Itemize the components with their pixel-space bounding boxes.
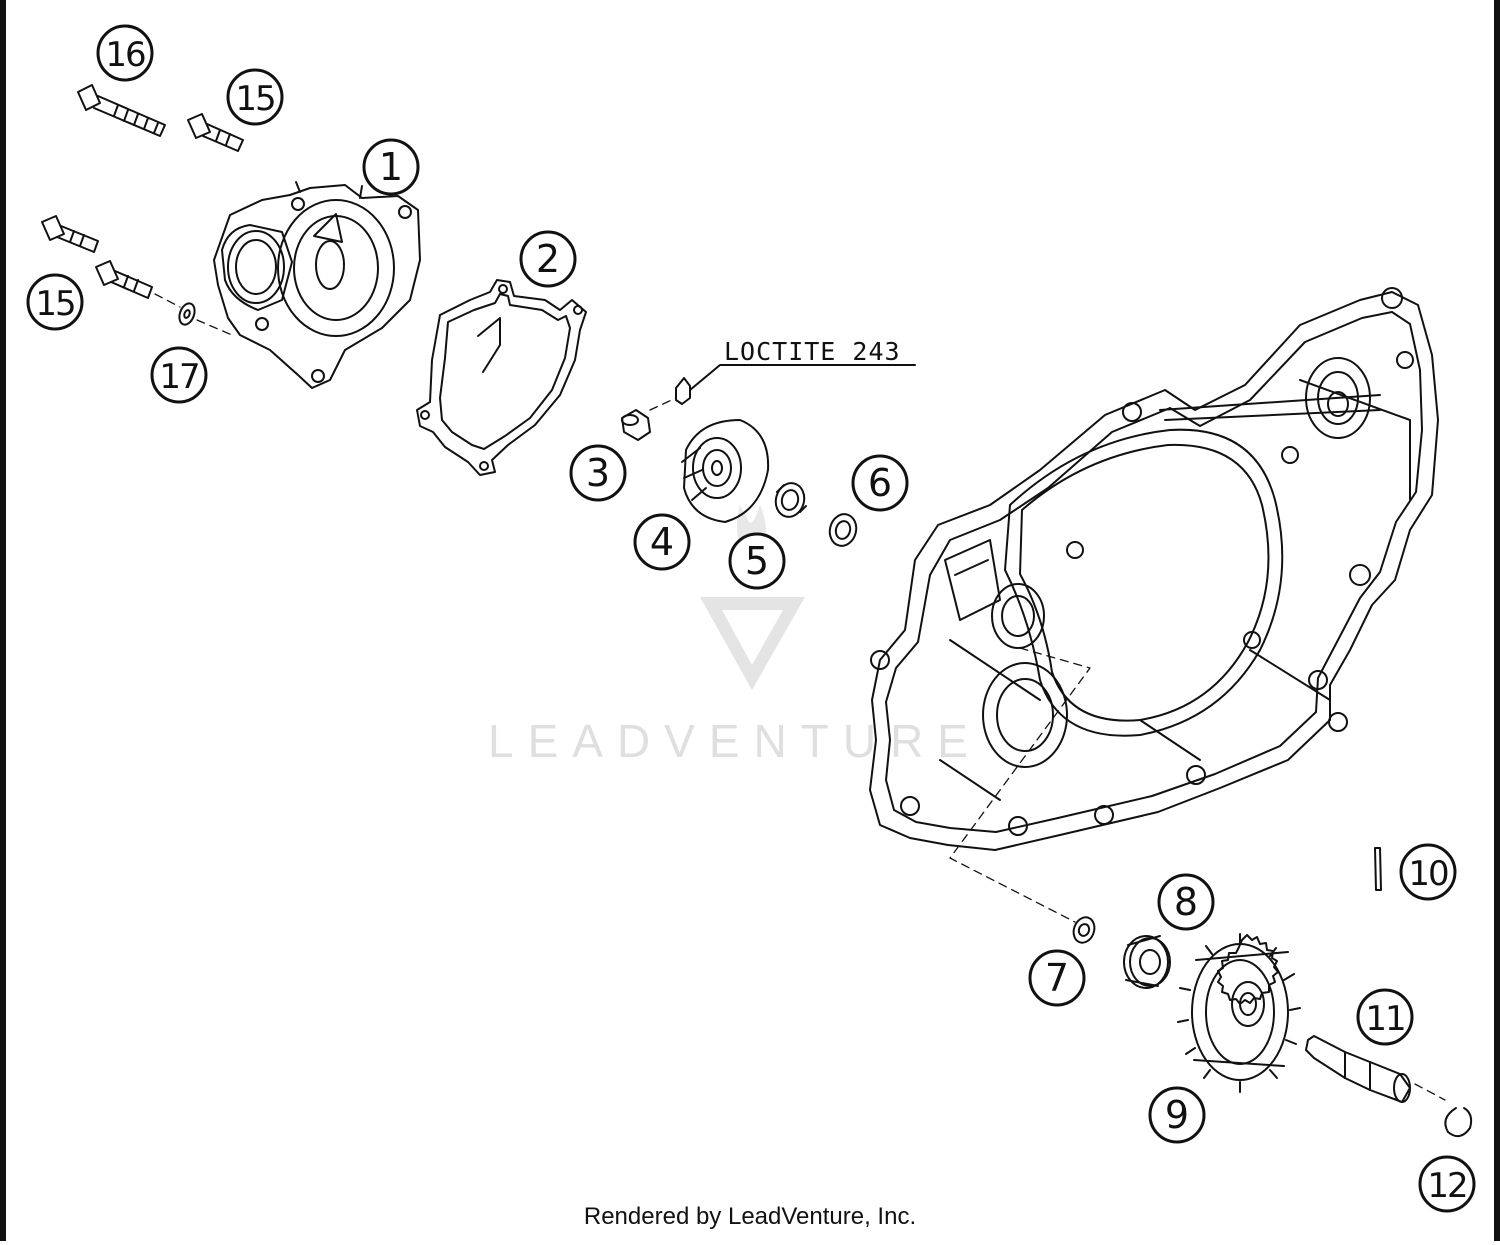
water-pump-cover-1 xyxy=(213,181,421,389)
washer-7 xyxy=(1072,916,1096,944)
callout-circle xyxy=(1356,988,1414,1046)
impeller-4 xyxy=(681,419,770,523)
callout-circle xyxy=(851,454,909,512)
callout-label: 9 xyxy=(1165,1093,1189,1137)
callout-label: 15 xyxy=(35,284,74,324)
callout-label: 11 xyxy=(1365,999,1404,1039)
callout-c10: 10 xyxy=(1399,843,1457,901)
loctite-note: LOCTITE 243 xyxy=(724,337,901,366)
callout-c4: 4 xyxy=(633,513,691,571)
callout-label: 12 xyxy=(1427,1166,1466,1206)
callout-c12: 12 xyxy=(1418,1155,1476,1213)
callout-c15a: 15 xyxy=(226,68,284,126)
callout-circle xyxy=(519,230,577,288)
callout-circle xyxy=(1028,949,1086,1007)
callout-label: 10 xyxy=(1408,854,1448,894)
callout-label: 1 xyxy=(379,145,403,189)
callout-circle xyxy=(96,24,154,82)
crankcase-cover xyxy=(869,287,1439,851)
callout-label: 15 xyxy=(235,79,274,119)
left-border xyxy=(0,0,6,1241)
callout-c1: 1 xyxy=(362,138,420,196)
callout-circle xyxy=(1418,1155,1476,1213)
bolt-15-top xyxy=(187,113,244,152)
circlip-12 xyxy=(1444,1107,1473,1138)
callout-c5: 5 xyxy=(728,532,786,590)
callout-label: 5 xyxy=(745,539,769,583)
seal-6 xyxy=(828,513,858,547)
shaft-11 xyxy=(1305,1035,1411,1103)
watermark-text: LEADVENTURE xyxy=(488,715,982,767)
callout-c15b: 15 xyxy=(26,273,84,331)
callout-circle xyxy=(150,346,208,404)
callout-label: 17 xyxy=(159,357,198,397)
callout-c6: 6 xyxy=(851,454,909,512)
callout-c2: 2 xyxy=(519,230,577,288)
washer-17 xyxy=(178,302,196,326)
right-border xyxy=(1494,0,1500,1241)
nut-3 xyxy=(621,409,651,441)
callout-circle xyxy=(569,444,627,502)
callout-circle xyxy=(26,273,84,331)
footer-credit: Rendered by LeadVenture, Inc. xyxy=(583,1203,917,1230)
callout-label: 4 xyxy=(650,520,674,564)
callout-c11: 11 xyxy=(1356,988,1414,1046)
callout-c3: 3 xyxy=(569,444,627,502)
callout-label: 2 xyxy=(536,237,560,281)
callout-circle xyxy=(633,513,691,571)
callout-c7: 7 xyxy=(1028,949,1086,1007)
callout-c17: 17 xyxy=(150,346,208,404)
callout-c9: 9 xyxy=(1148,1086,1206,1144)
callout-label: 3 xyxy=(586,451,610,495)
callout-label: 16 xyxy=(105,35,145,75)
bolt-15-lower-left xyxy=(95,260,153,299)
locked-pin xyxy=(675,364,916,405)
callout-circle xyxy=(362,138,420,196)
callout-circle xyxy=(226,68,284,126)
bolt-15-upper-left xyxy=(41,215,99,253)
bearing-8 xyxy=(1123,935,1171,989)
bolt-16 xyxy=(77,84,166,137)
callout-circle xyxy=(1399,843,1457,901)
callout-c16a: 16 xyxy=(96,24,154,82)
callout-label: 7 xyxy=(1045,956,1069,1000)
seal-5 xyxy=(774,482,807,518)
callout-circle xyxy=(1157,873,1215,931)
pin-10 xyxy=(1374,847,1382,891)
alignment-lines xyxy=(154,293,1446,1101)
gasket-2 xyxy=(416,279,587,476)
callout-label: 6 xyxy=(868,461,892,505)
callout-circle xyxy=(1148,1086,1206,1144)
callout-label: 8 xyxy=(1174,880,1198,924)
callout-c8: 8 xyxy=(1157,873,1215,931)
gear-9 xyxy=(1177,933,1301,1093)
callout-circle xyxy=(728,532,786,590)
